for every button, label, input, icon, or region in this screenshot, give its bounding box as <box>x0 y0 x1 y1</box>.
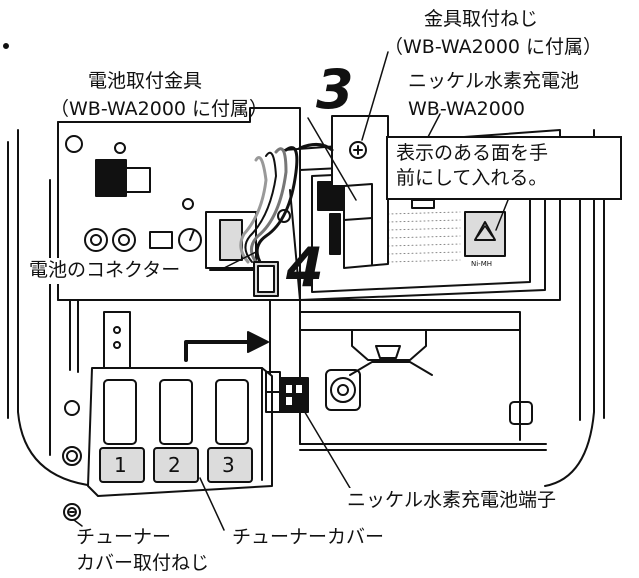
label-tuner-screw-line1: チューナー <box>76 526 172 548</box>
control-panel <box>57 107 301 301</box>
cover-number-2: 2 <box>168 453 181 477</box>
cover-number-3: 3 <box>222 453 235 477</box>
label-bracket-screw: 金具取付ねじ <box>424 8 539 30</box>
label-battery-bracket-note: （WB-WA2000 に付属） <box>50 98 269 120</box>
device-housing <box>7 129 605 487</box>
label-battery-bracket: 電池取付金具 <box>88 70 203 92</box>
ni-mh-mark: Ni-MH <box>471 260 492 268</box>
tuner-cover <box>87 367 309 497</box>
label-battery-model: WB-WA2000 <box>408 98 526 120</box>
cover-number-1: 1 <box>114 453 127 477</box>
battery-bracket <box>331 115 389 269</box>
left-slot <box>69 299 269 373</box>
battery-wires <box>239 143 334 297</box>
label-bracket-screw-note: （WB-WA2000 に付属） <box>384 36 603 58</box>
instruction-note-line1: 表示のある面を手 <box>396 142 549 164</box>
label-tuner-cover: チューナーカバー <box>232 526 385 548</box>
step-3-numeral: 3 <box>316 58 354 121</box>
label-connector: 電池のコネクター <box>26 258 184 284</box>
step-4-numeral: 4 <box>286 236 324 299</box>
insert-arrow <box>184 331 269 362</box>
label-terminal: ニッケル水素充電池端子 <box>344 488 560 514</box>
tuner-cover-screw <box>63 503 81 521</box>
instruction-note-line2: 前にして入れる。 <box>396 166 548 189</box>
instruction-note: 表示のある面を手 前にして入れる。 <box>386 136 622 200</box>
label-tuner-screw-line2: カバー取付ねじ <box>76 552 210 574</box>
label-battery-name: ニッケル水素充電池 <box>408 70 580 92</box>
